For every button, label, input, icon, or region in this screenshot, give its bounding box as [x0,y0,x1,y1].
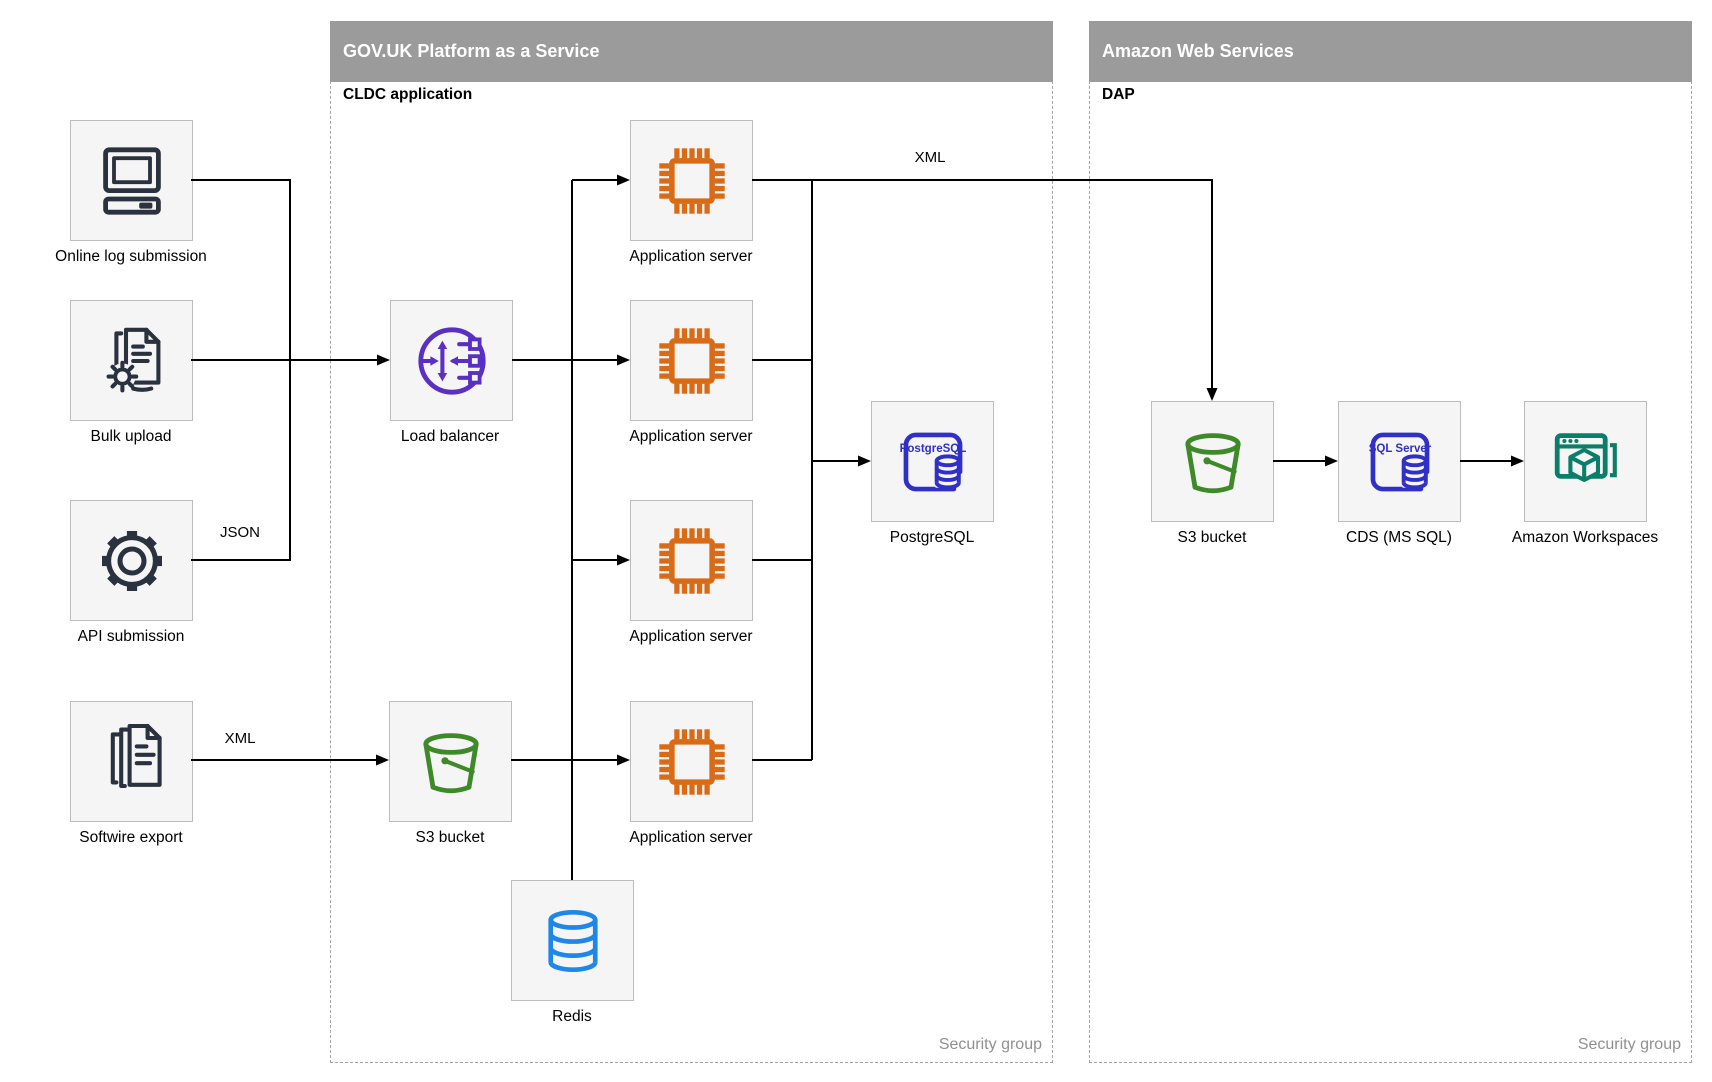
edge-label-json: JSON [219,524,260,541]
node-label-s3-bucket-aws: S3 bucket [1177,529,1247,546]
node-label-application-server-4: Application server [629,829,753,846]
node-s3-bucket-aws [1151,401,1274,522]
document-gear-icon [106,327,160,392]
node-online-log-submission [70,120,193,241]
region-govuk-paas: GOV.UK Platform as a Service CLDC applic… [330,21,1053,1063]
postgresql-icon-text: PostgreSQL [899,443,966,455]
node-label-api-submission: API submission [77,628,185,645]
s3-bucket-icon [1184,432,1241,493]
region-aws-title: Amazon Web Services [1102,41,1294,61]
region-govuk-paas-title: GOV.UK Platform as a Service [343,41,600,61]
node-label-s3-bucket-paas: S3 bucket [415,829,485,846]
node-label-cds-mssql: CDS (MS SQL) [1346,529,1452,546]
node-label-amazon-workspaces: Amazon Workspaces [1511,529,1659,546]
region-govuk-paas-security-group: Security group [938,1036,1042,1053]
node-application-server-4 [630,701,753,822]
node-postgresql: PostgreSQL [871,401,994,522]
node-amazon-workspaces [1524,401,1647,522]
gear-icon [101,530,162,591]
edge-label-xml-app-to-s3: XML [914,149,946,166]
node-label-redis: Redis [552,1008,592,1025]
region-aws: Amazon Web Services DAP Security group [1089,21,1692,1063]
chip-icon [658,147,725,214]
postgresql-icon: PostgreSQL [899,432,966,491]
node-s3-bucket-paas [389,701,512,822]
node-redis [511,880,634,1001]
node-label-application-server-1: Application server [629,248,753,265]
node-label-load-balancer: Load balancer [400,428,500,445]
node-label-softwire-export: Softwire export [79,829,183,846]
region-aws-header: Amazon Web Services [1089,21,1692,82]
node-label-bulk-upload: Bulk upload [90,428,172,445]
region-aws-sublabel: DAP [1102,86,1135,103]
sql-server-icon: SQL Server [1368,432,1431,491]
node-application-server-2 [630,300,753,421]
node-label-application-server-2: Application server [629,428,753,445]
s3-bucket-icon [422,732,479,793]
documents-stack-icon [110,723,162,788]
edge-sources-merge [191,179,291,561]
node-api-submission [70,500,193,621]
region-govuk-paas-header: GOV.UK Platform as a Service [330,21,1053,82]
node-label-postgresql: PostgreSQL [889,529,975,546]
computer-icon [102,146,161,215]
sql-server-icon-text: SQL Server [1368,443,1431,455]
chip-icon [658,728,725,795]
workspaces-icon [1554,432,1617,482]
edge-label-xml-softwire: XML [224,730,256,747]
load-balancer-icon [417,326,486,395]
node-label-online-log-submission: Online log submission [55,248,207,265]
redis-database-icon [547,909,598,972]
node-application-server-1 [630,120,753,241]
node-load-balancer [390,300,513,421]
chip-icon [658,527,725,594]
node-label-application-server-3: Application server [629,628,753,645]
region-aws-security-group: Security group [1577,1036,1681,1053]
node-bulk-upload [70,300,193,421]
node-softwire-export [70,701,193,822]
chip-icon [658,327,725,394]
node-application-server-3 [630,500,753,621]
region-govuk-paas-sublabel: CLDC application [343,86,473,103]
node-cds-mssql: SQL Server [1338,401,1461,522]
